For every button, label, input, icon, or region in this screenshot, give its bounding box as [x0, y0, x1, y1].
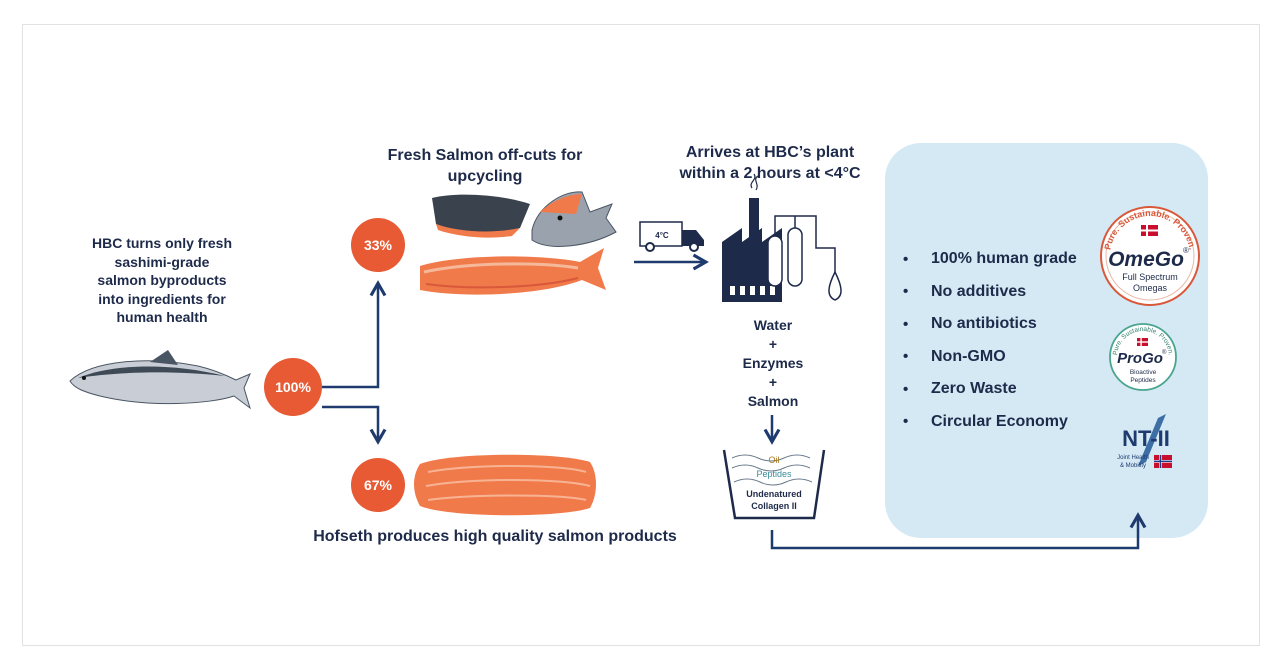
nt-ii-sub-1: Joint Health — [1117, 455, 1149, 461]
benefit-item: •Circular Economy — [903, 412, 1068, 431]
omego-sub-2: Omegas — [1133, 283, 1168, 293]
benefit-item: •Zero Waste — [903, 380, 1017, 398]
offcuts-label: Fresh Salmon off-cuts for upcycling — [387, 147, 583, 185]
arrow-to-benefits — [770, 512, 1147, 550]
omego-logo: Pure. Sustainable. Proven. OmeGo ® Full … — [1100, 206, 1200, 306]
omego-registered-mark: ® — [1183, 246, 1189, 255]
progo-logo: Pure. Sustainable. Proven. ProGo ® Bioac… — [1109, 323, 1177, 391]
vessel-oil-label: Oil — [769, 455, 780, 465]
arrow-to-products — [322, 405, 387, 445]
benefits-list: •100% human grade •No additives •No anti… — [903, 243, 1077, 438]
bullet-icon: • — [903, 413, 909, 431]
bullet-icon: • — [903, 380, 909, 398]
vessel-collagen-label-1: Undenatured — [746, 489, 802, 499]
nt-ii-logo: NT-II Joint Health & Mobility — [1117, 414, 1172, 469]
omego-name: OmeGo — [1108, 248, 1184, 271]
whole-salmon-icon — [69, 350, 251, 410]
nt-ii-name: NT-II — [1122, 426, 1170, 451]
omego-sub-1: Full Spectrum — [1122, 272, 1178, 282]
intro-text: HBC turns only fresh sashimi-grade salmo… — [91, 235, 232, 325]
cold-truck-icon: 4°C — [639, 221, 704, 252]
progo-sub-2: Peptides — [1130, 377, 1156, 384]
salmon-frame-icon — [420, 248, 606, 295]
products-label: Hofseth produces high quality salmon pro… — [313, 528, 677, 545]
vessel-collagen-label-2: Collagen II — [751, 501, 797, 511]
plant-label: Arrives at HBC’s plant within a 2 hours … — [679, 144, 861, 182]
progo-registered-mark: ® — [1162, 349, 1167, 356]
percent-circle-products: 67% — [351, 458, 405, 512]
arrow-to-offcuts — [322, 280, 387, 389]
bullet-icon: • — [903, 348, 909, 366]
salmon-skin-icon — [432, 194, 530, 238]
progo-name: ProGo — [1117, 350, 1163, 367]
factory-icon — [722, 173, 842, 302]
percent-circle-total: 100% — [264, 358, 322, 416]
benefit-item: •Non-GMO — [903, 347, 1006, 366]
percent-circle-offcuts: 33% — [351, 218, 405, 272]
truck-temperature: 4°C — [655, 231, 669, 240]
benefit-item: •100% human grade — [903, 250, 1077, 268]
bullet-icon: • — [903, 315, 909, 333]
salmon-fillet-icon — [414, 454, 596, 516]
salmon-head-icon — [531, 191, 617, 247]
benefit-item: •No antibiotics — [903, 315, 1037, 333]
process-inputs: Water + Enzymes + Salmon — [742, 317, 804, 409]
progo-sub-1: Bioactive — [1130, 369, 1157, 376]
bullet-icon: • — [903, 250, 909, 268]
vessel-peptides-label: Peptides — [756, 469, 792, 479]
nt-ii-sub-2: & Mobility — [1120, 463, 1146, 469]
benefit-item: •No additives — [903, 282, 1027, 301]
bullet-icon: • — [903, 283, 909, 301]
separation-vessel-icon: Oil Peptides Undenatured Collagen II — [722, 449, 826, 520]
